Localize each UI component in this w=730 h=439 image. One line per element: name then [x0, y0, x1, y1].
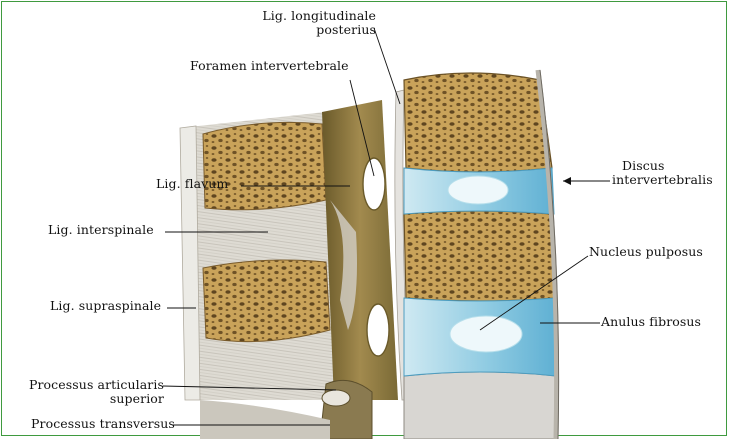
nucleus-pulposus-upper: [448, 176, 508, 204]
vertebral-body-lower: [404, 372, 558, 439]
label-processus-transversus: Processus transversus: [31, 417, 175, 431]
vertebral-body-middle: [404, 211, 556, 301]
label-processus-articularis-superior: Processus articularis superior: [14, 378, 164, 406]
label-lig-interspinale: Lig. interspinale: [48, 223, 154, 237]
foramen-intervertebrale-lower: [367, 304, 389, 356]
foramen-intervertebrale-upper: [363, 158, 385, 210]
processus-transversus-region: [200, 400, 330, 439]
spinous-process-upper: [203, 122, 326, 209]
label-lig-flavum: Lig. flavum: [156, 177, 228, 191]
label-lig-supraspinale: Lig. supraspinale: [50, 299, 161, 313]
vertebral-arch: [322, 100, 398, 400]
supraspinal-ligament: [180, 126, 200, 400]
arrow-discus: [563, 177, 571, 185]
nucleus-pulposus-lower: [450, 316, 522, 352]
spinous-process-lower: [203, 260, 330, 342]
label-foramen-intervertebrale: Foramen intervertebrale: [190, 59, 349, 73]
label-nucleus-pulposus: Nucleus pulposus: [589, 245, 703, 259]
label-discus-intervertebralis: Discus intervertebralis: [612, 159, 713, 187]
label-anulus-fibrosus: Anulus fibrosus: [601, 315, 701, 329]
leader-lig-longitudinale: [374, 28, 400, 104]
vertebral-body-upper: [404, 73, 552, 172]
label-lig-longitudinale-posterius: Lig. longitudinale posterius: [226, 9, 376, 37]
